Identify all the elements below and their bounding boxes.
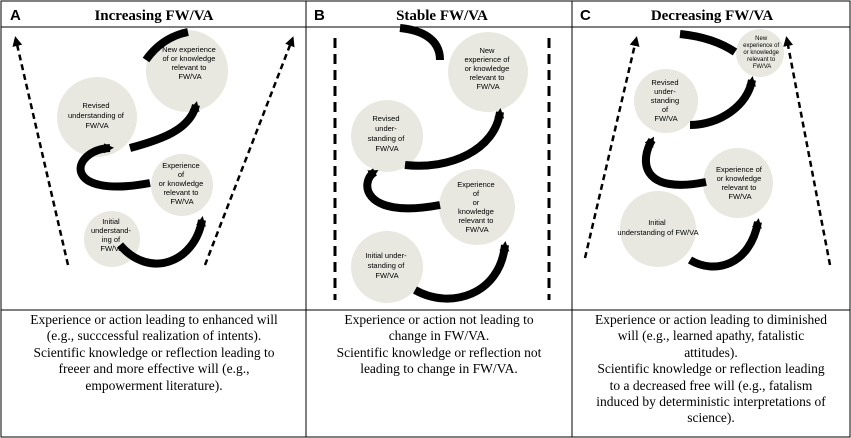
caption-line: freeer and more effective will (e.g., — [58, 361, 250, 377]
spiral-arrow-4 — [679, 30, 738, 56]
caption-panel-a: Experience or action leading to enhanced… — [4, 312, 304, 436]
spiral-arrow-4 — [142, 28, 189, 63]
spiral-arrow-2 — [76, 143, 151, 191]
label-revised-understanding: Revised understanding of FW/VA — [68, 101, 126, 130]
circle-initial-understanding — [351, 231, 423, 303]
circle-revised-understanding — [634, 69, 698, 133]
label-new-experience: New experience of or knowledge relevant … — [162, 45, 218, 81]
caption-line: (e.g., succcessful realization of intent… — [46, 328, 262, 344]
panel-letter: C — [580, 7, 591, 24]
label-initial-understanding: Initial under- standing of FW/VA — [365, 251, 408, 280]
spiral-arrow-4 — [399, 24, 444, 61]
panel-title: Increasing FW/VA — [94, 8, 213, 24]
circle-new-experience — [146, 30, 228, 112]
caption-line: change in FW/VA. — [388, 328, 490, 344]
dashed-arrow-left — [583, 36, 640, 259]
caption-line: Experience or action leading to diminish… — [594, 312, 828, 327]
spiral-arrow-3 — [689, 76, 756, 129]
label-experience: Experience of or knowledge relevant to F… — [159, 161, 206, 206]
label-revised-understanding: Revised under- standing of FW/VA — [651, 78, 681, 123]
panel-letter: A — [10, 7, 21, 24]
caption-line: Scientific knowledge or reflection leadi… — [597, 361, 825, 377]
spiral-arrow-3 — [128, 101, 200, 152]
caption-line: leading to change in FW/VA. — [360, 361, 518, 377]
panel-title: Stable FW/VA — [396, 8, 488, 24]
label-new-experience: New experience of or knowledge relevant … — [743, 36, 781, 70]
dashed-arrow-right — [203, 36, 295, 266]
spiral-arrow-1 — [116, 216, 206, 268]
caption-line: to a decreased free will (e.g., fatalism — [609, 377, 813, 393]
caption-line: Experience or action leading to enhanced… — [30, 312, 278, 327]
caption-panel-b: Experience or action not leading to chan… — [308, 312, 570, 436]
dashed-arrow-left — [12, 36, 70, 266]
label-initial-understanding: Initial understand- ing of FW/VA — [91, 217, 133, 253]
circle-revised-understanding — [351, 100, 423, 172]
circle-initial-understanding — [620, 191, 696, 267]
caption-line: empowerment literature). — [85, 377, 223, 393]
spiral-arrow-1 — [687, 218, 762, 271]
label-initial-understanding: Initial understanding of FW/VA — [617, 218, 698, 237]
circle-new-experience — [736, 29, 784, 77]
label-new-experience: New experience of or knowledge relevant … — [464, 46, 511, 91]
label-experience: Experience of or knowledge relevant to F… — [716, 165, 764, 201]
circle-revised-understanding — [57, 77, 137, 157]
caption-line: induced by deterministic interpretations… — [596, 394, 826, 410]
spiral-arrow-3 — [404, 108, 505, 170]
spiral-arrow-1 — [413, 241, 510, 303]
circle-experience — [151, 154, 213, 216]
caption-line: Scientific knowledge or reflection not — [336, 344, 542, 360]
panel-c: C Decreasing FW/VA New experience of or … — [580, 7, 832, 271]
dashed-arrow-right — [783, 36, 832, 266]
caption-line: will (e.g., learned apathy, fatalistic — [617, 328, 805, 344]
panel-b: B Stable FW/VA New experience of or know… — [314, 7, 551, 303]
caption-line: attitudes). — [684, 344, 738, 360]
caption-line: Experience or action not leading to — [344, 312, 534, 327]
circle-experience — [703, 148, 773, 218]
caption-panel-c: Experience or action leading to diminish… — [574, 312, 848, 436]
label-revised-understanding: Revised under- standing of FW/VA — [368, 114, 407, 153]
circle-new-experience — [448, 32, 528, 112]
label-experience: Experience of or knowledge relevant to F… — [457, 180, 497, 234]
panel-a: A Increasing FW/VA New experience of or … — [10, 7, 295, 268]
spiral-arrow-2 — [363, 168, 441, 213]
circle-experience — [439, 169, 515, 245]
caption-line: science). — [687, 410, 735, 426]
caption-line: Scientific knowledge or reflection leadi… — [33, 344, 275, 360]
panel-title: Decreasing FW/VA — [651, 8, 774, 24]
panel-letter: B — [314, 7, 325, 24]
spiral-arrow-2 — [642, 136, 707, 189]
